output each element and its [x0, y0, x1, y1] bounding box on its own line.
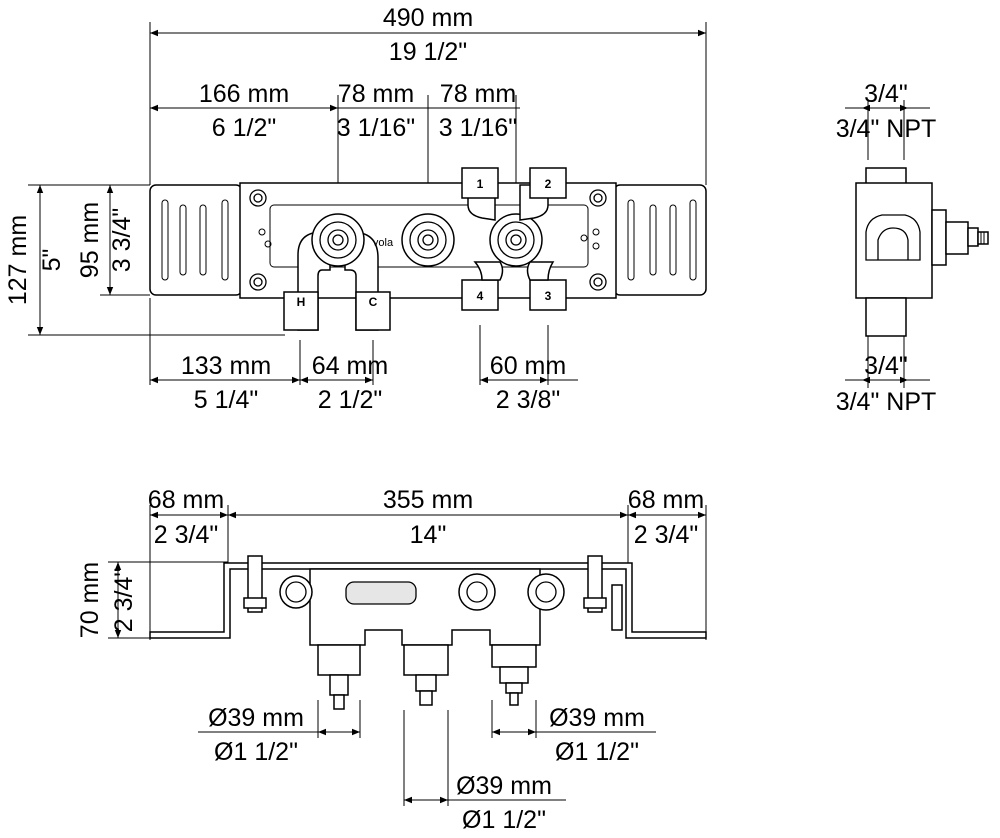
valve-body-side [855, 182, 933, 299]
total-height-in: 5" [38, 249, 66, 272]
spacing-c-mm: 78 mm [440, 80, 516, 108]
outlet-1 [461, 167, 499, 199]
vola-logo: vola [373, 237, 394, 249]
top-port-size: 3/4" [864, 80, 908, 108]
inlet-offset-in: 5 1/4" [194, 386, 258, 414]
left-diameter-in: Ø1 1/2" [214, 738, 298, 766]
middle-width-mm: 355 mm [383, 486, 473, 514]
outlet-4 [461, 279, 499, 311]
depth-in: 2 3/4" [110, 568, 138, 632]
front-view: 490 mm 19 1/2" 166 mm 6 1/2" 78 mm 3 1/1… [4, 4, 707, 414]
inlet-spacing-in: 2 1/2" [318, 386, 382, 414]
total-width-in: 19 1/2" [389, 38, 467, 66]
spacing-b-mm: 78 mm [338, 80, 414, 108]
left-stem [317, 644, 361, 676]
depth-mm: 70 mm [76, 562, 104, 638]
total-width-mm: 490 mm [383, 4, 473, 32]
outlet-spacing-mm: 60 mm [490, 352, 566, 380]
center-diameter-mm: Ø39 mm [456, 772, 552, 800]
center-stem [403, 644, 449, 676]
side-connector [931, 209, 947, 266]
port-4-label: 4 [477, 289, 484, 303]
offset-a-in: 6 1/2" [212, 114, 276, 142]
hot-label: H [297, 295, 306, 309]
bottom-port-thread: 3/4" NPT [836, 388, 937, 416]
top-port-thread: 3/4" NPT [836, 115, 937, 143]
inner-height-mm: 95 mm [76, 202, 104, 278]
bottom-port [865, 297, 907, 337]
valve-housing-bottom [309, 568, 541, 646]
inlet-spacing-mm: 64 mm [312, 352, 388, 380]
outlet-spacing-in: 2 3/8" [496, 386, 560, 414]
left-flange-in: 2 3/4" [154, 521, 218, 549]
right-stem [491, 644, 537, 668]
center-diameter-in: Ø1 1/2" [462, 806, 546, 834]
bolt [249, 189, 267, 207]
center-cartridge [345, 581, 417, 605]
outlet-3 [529, 279, 567, 311]
port-3-label: 3 [545, 289, 552, 303]
inlet-stub [279, 575, 313, 609]
cold-inlet [355, 291, 391, 331]
hot-inlet [283, 291, 319, 331]
cold-label: C [369, 295, 378, 309]
bolt [589, 273, 607, 291]
mounting-bracket-profile [149, 562, 707, 639]
middle-width-in: 14" [410, 521, 447, 549]
bolt [589, 189, 607, 207]
outlet-stub [458, 573, 496, 611]
spacing-c-in: 3 1/16" [439, 114, 517, 142]
port-1-label: 1 [477, 177, 484, 191]
right-flange-mm: 68 mm [628, 486, 704, 514]
outlet-2 [529, 167, 567, 199]
total-height-mm: 127 mm [4, 215, 32, 305]
side-view: 3/4" 3/4" NPT 3/4" 3/4" NPT [836, 80, 989, 416]
right-flange-in: 2 3/4" [634, 521, 698, 549]
inner-height-in: 3 3/4" [108, 208, 136, 272]
inlet-offset-mm: 133 mm [181, 352, 271, 380]
right-diameter-in: Ø1 1/2" [555, 738, 639, 766]
outlet-stub [527, 573, 565, 611]
left-flange-mm: 68 mm [148, 486, 224, 514]
left-diameter-mm: Ø39 mm [208, 704, 304, 732]
bottom-view: 68 mm 2 3/4" 355 mm 14" 68 mm 2 3/4" 70 … [76, 486, 707, 834]
bottom-port-size: 3/4" [864, 352, 908, 380]
spacing-b-in: 3 1/16" [337, 114, 415, 142]
offset-a-mm: 166 mm [199, 80, 289, 108]
right-diameter-mm: Ø39 mm [549, 704, 645, 732]
bolt [249, 273, 267, 291]
port-2-label: 2 [545, 177, 552, 191]
